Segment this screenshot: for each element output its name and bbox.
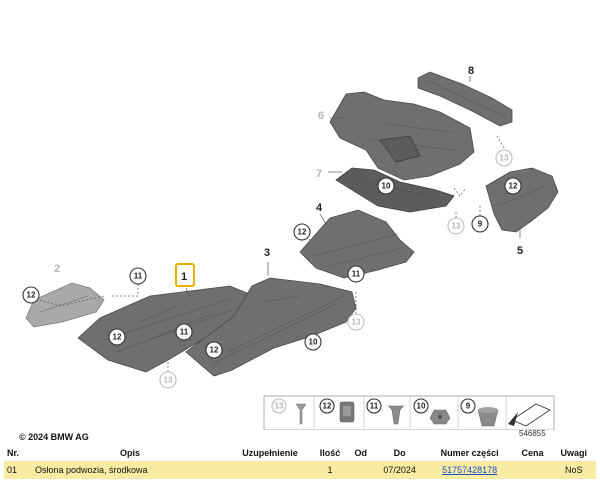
cell-cena: [513, 461, 552, 479]
diagram-number: 546855: [519, 429, 546, 438]
underbody-panel-4[interactable]: [299, 209, 415, 279]
underbody-panel-2[interactable]: [25, 282, 105, 328]
col-header-uwagi: Uwagi: [560, 448, 588, 458]
fastener-callouts: 12 11 12 11 13 12 12 11 13 10 10 13 9 12…: [22, 149, 522, 389]
col-header-uzupelnienie: Uzupełnienie: [242, 448, 298, 458]
callout-circle-12[interactable]: 12: [205, 341, 223, 359]
callout-1[interactable]: 1: [181, 271, 187, 283]
svg-text:11: 11: [134, 272, 143, 281]
cell-ilosc: 1: [311, 461, 349, 479]
callout-circle-10[interactable]: 10: [377, 177, 395, 195]
callout-circle-12[interactable]: 12: [108, 328, 126, 346]
col-header-nr: Nr.: [7, 448, 20, 458]
callout-4[interactable]: 4: [316, 202, 323, 214]
copyright-text: © 2024 BMW AG: [19, 432, 89, 442]
callout-circle-12[interactable]: 12: [22, 286, 40, 304]
callout-circle-11[interactable]: 11: [175, 323, 193, 341]
underbody-panel-7[interactable]: [335, 167, 455, 213]
cell-opis: Osłona podwozia, środkowa: [32, 461, 228, 479]
svg-text:9: 9: [478, 220, 483, 229]
underbody-panel-3[interactable]: [185, 277, 357, 377]
col-header-opis: Opis: [119, 448, 140, 458]
main-part-highlight[interactable]: [175, 263, 195, 287]
svg-text:10: 10: [309, 338, 318, 347]
parts-table: Nr. Opis Uzupełnienie Ilość Od Do Numer …: [4, 445, 596, 479]
svg-text:12: 12: [27, 291, 36, 300]
svg-text:10: 10: [382, 182, 391, 191]
legend-item-13[interactable]: 13: [271, 398, 307, 425]
svg-text:13: 13: [275, 402, 284, 411]
callout-2[interactable]: 2: [54, 263, 60, 275]
table-row[interactable]: 01 Osłona podwozia, środkowa 1 07/2024 5…: [4, 461, 596, 479]
part-number-labels: 1 2 3 4 5 6 7 8: [54, 65, 523, 287]
cell-nr: 01: [4, 461, 32, 479]
underbody-panel-5[interactable]: [485, 167, 559, 233]
svg-text:13: 13: [500, 154, 509, 163]
col-header-ilosc: Ilość: [319, 448, 341, 458]
col-header-numer: Numer części: [440, 448, 499, 458]
svg-text:11: 11: [180, 328, 189, 337]
callout-circle-13[interactable]: 13: [495, 149, 513, 167]
underbody-bar-8[interactable]: [417, 71, 513, 127]
legend-item-12[interactable]: 12: [319, 398, 355, 423]
callout-circle-10[interactable]: 10: [304, 333, 322, 351]
col-header-od: Od: [354, 448, 368, 458]
cell-od: [348, 461, 374, 479]
col-header-cena: Cena: [521, 448, 544, 458]
callout-3[interactable]: 3: [264, 247, 270, 259]
svg-text:11: 11: [370, 402, 379, 411]
legend-item-11[interactable]: 11: [366, 398, 405, 425]
legend-arrow-icon: [508, 403, 551, 427]
svg-text:12: 12: [323, 402, 332, 411]
callout-circle-13[interactable]: 13: [159, 371, 177, 389]
callout-7[interactable]: 7: [316, 168, 322, 180]
exploded-parts-diagram: 1 2 3 4 5 6 7 8 12 11 12 11 13 12 12 11 …: [22, 65, 559, 430]
cell-uwagi: NoS: [551, 461, 596, 479]
callout-circle-9[interactable]: 9: [471, 215, 489, 233]
legend-item-9[interactable]: 9: [460, 398, 499, 427]
callout-circle-12[interactable]: 12: [293, 223, 311, 241]
svg-text:13: 13: [352, 318, 361, 327]
table-header-row: Nr. Opis Uzupełnienie Ilość Od Do Numer …: [4, 445, 596, 461]
svg-text:13: 13: [164, 376, 173, 385]
fastener-legend: 13 12 11 10 9: [263, 395, 555, 430]
svg-text:12: 12: [298, 228, 307, 237]
callout-circle-13[interactable]: 13: [447, 217, 465, 235]
svg-text:9: 9: [466, 402, 471, 411]
svg-text:12: 12: [210, 346, 219, 355]
callout-circle-12[interactable]: 12: [504, 177, 522, 195]
underbody-panel-6[interactable]: [329, 91, 475, 181]
callout-circle-13[interactable]: 13: [347, 313, 365, 331]
callout-5[interactable]: 5: [517, 245, 523, 257]
svg-text:12: 12: [509, 182, 518, 191]
svg-text:12: 12: [113, 333, 122, 342]
callout-6[interactable]: 6: [318, 110, 324, 122]
callout-circle-11[interactable]: 11: [347, 265, 365, 283]
callout-8[interactable]: 8: [468, 65, 474, 77]
cell-uzupelnienie: [228, 461, 312, 479]
svg-text:11: 11: [352, 270, 361, 279]
col-header-do: Do: [393, 448, 406, 458]
part-number-link[interactable]: 51757428178: [442, 465, 498, 475]
svg-text:13: 13: [452, 222, 461, 231]
svg-text:10: 10: [417, 402, 426, 411]
legend-item-10[interactable]: 10: [413, 398, 451, 425]
cell-numer: 51757428178: [425, 461, 514, 479]
cell-do: 07/2024: [373, 461, 426, 479]
callout-circle-11[interactable]: 11: [129, 267, 147, 285]
